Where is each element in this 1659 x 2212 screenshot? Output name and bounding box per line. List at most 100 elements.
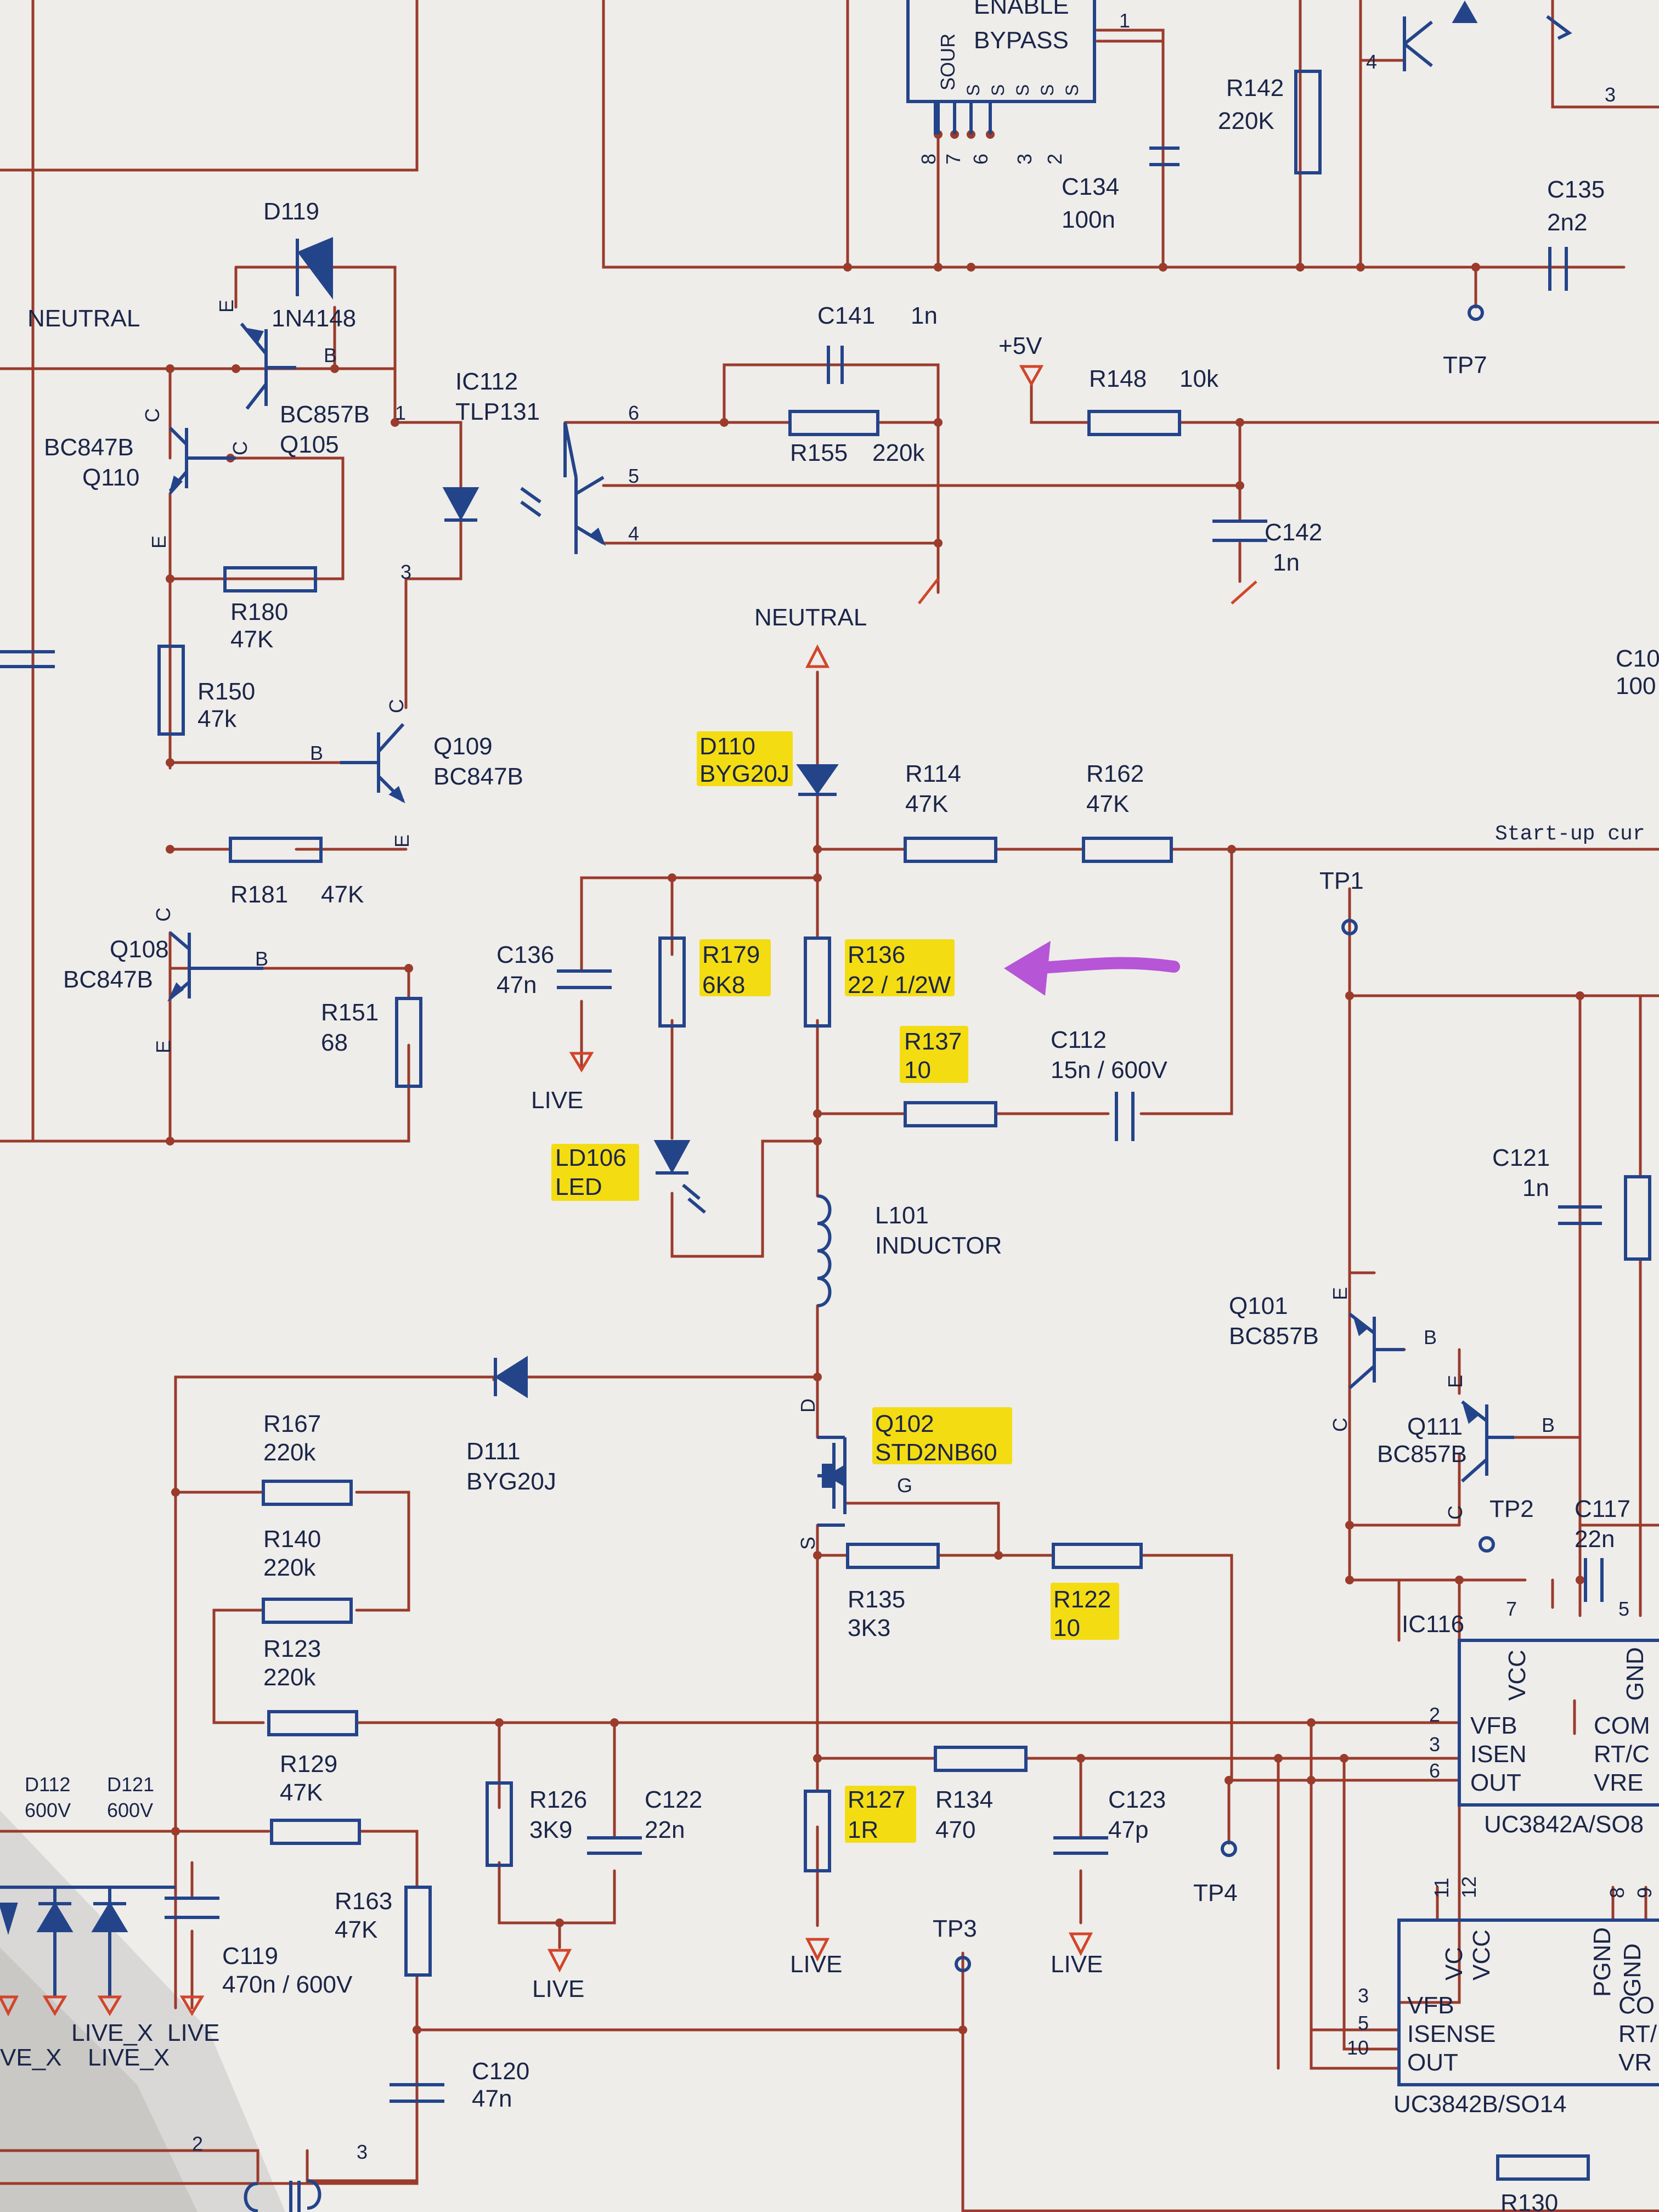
label-ic116-gnd: GND: [1622, 1647, 1649, 1701]
label-q102-d: D: [797, 1398, 819, 1413]
label-neutral-center: NEUTRAL: [754, 604, 867, 631]
transformer-coil: [244, 2179, 321, 2212]
label-r150v: 47k: [198, 706, 237, 732]
label-c142: C142: [1265, 519, 1322, 546]
label-ic112-pin1: 1: [395, 402, 406, 424]
label-r126v: 3K9: [529, 1816, 572, 1843]
c117-symbol: [1584, 1558, 1604, 1602]
d110-symbol: [796, 764, 839, 796]
label-c136: C136: [496, 941, 554, 968]
label-ic2-pin10: 10: [1347, 2036, 1369, 2059]
label-q109: Q109: [433, 733, 493, 760]
label-opto-pin5: 5: [628, 465, 639, 487]
label-tp7: TP7: [1443, 352, 1487, 379]
label-top-pin3: 3: [1605, 83, 1616, 106]
label-r151: R151: [321, 999, 379, 1026]
label-d119v: 1N4148: [272, 305, 356, 332]
label-ic112v: TLP131: [455, 398, 540, 425]
label-r167v: 220k: [263, 1439, 316, 1466]
label-q110-b: C: [229, 441, 251, 455]
label-r122v: 10: [1053, 1615, 1080, 1641]
label-p6: 6: [969, 154, 992, 165]
label-tp2: TP2: [1489, 1496, 1534, 1522]
label-ic-pin11: 11: [1430, 1878, 1453, 1898]
label-s2: S: [988, 84, 1008, 96]
c120-symbol: [390, 2083, 444, 2103]
c121-symbol: [1558, 1205, 1602, 1225]
plus5v-arrow: [1019, 365, 1044, 387]
label-live-c136: LIVE: [531, 1087, 583, 1114]
label-q108-e: E: [152, 1040, 174, 1053]
label-uc3842b: UC3842B/SO14: [1393, 2091, 1567, 2118]
label-r181v: 47K: [321, 881, 364, 908]
label-ic2-vr: VR: [1618, 2049, 1652, 2076]
label-l101v: INDUCTOR: [875, 1232, 1002, 1259]
label-r163: R163: [335, 1888, 392, 1915]
label-c141v: 1n: [911, 302, 938, 329]
label-tp3: TP3: [933, 1915, 977, 1942]
label-p3: 3: [1013, 154, 1036, 165]
label-c141: C141: [817, 302, 875, 329]
label-r127v: 1R: [848, 1816, 878, 1843]
label-ic-pin8: 8: [1606, 1887, 1628, 1898]
label-c123v: 47p: [1108, 1816, 1148, 1843]
c135-symbol: [1548, 247, 1568, 291]
label-r135: R135: [848, 1586, 905, 1613]
ground-2: [1231, 580, 1257, 605]
label-c112v: 15n / 600V: [1051, 1057, 1167, 1084]
label-r179: R179: [702, 941, 760, 968]
label-q105-e: E: [215, 300, 238, 313]
ic112-led: [442, 487, 541, 522]
label-q101v: BC857B: [1229, 1323, 1319, 1350]
label-c117v: 22n: [1575, 1526, 1615, 1553]
tp7-marker: [1468, 304, 1484, 321]
q108-transistor: [167, 931, 263, 1002]
label-ic2-vc: VC: [1441, 1947, 1468, 1980]
r126-body: [486, 1781, 513, 1867]
label-c142v: 1n: [1273, 549, 1300, 576]
label-ic116: IC116: [1402, 1611, 1464, 1638]
r163-body: [404, 1886, 432, 1977]
label-r134v: 470: [935, 1816, 975, 1843]
label-ic116-vre: VRE: [1594, 1769, 1643, 1796]
label-ic116-pin6: 6: [1429, 1759, 1440, 1782]
q102-mosfet: [817, 1436, 847, 1527]
c136-symbol: [557, 969, 612, 989]
label-enable: ENABLE: [974, 0, 1069, 19]
tp4-marker: [1221, 1841, 1237, 1857]
bottom-diodes: [0, 1886, 205, 2017]
label-opto-pin4: 4: [628, 522, 639, 545]
right-resistor-body: [1624, 1175, 1651, 1261]
label-ic116-isen: ISEN: [1470, 1741, 1527, 1768]
label-r167: R167: [263, 1410, 321, 1437]
d119-symbol: [296, 237, 333, 300]
d111-symbol: [494, 1356, 528, 1398]
c142-symbol: [1212, 520, 1267, 542]
r150-body: [157, 645, 185, 736]
label-c123: C123: [1108, 1786, 1166, 1813]
label-r130: R130: [1500, 2190, 1558, 2212]
r135-body: [846, 1543, 940, 1569]
label-ic2-out: OUT: [1407, 2049, 1458, 2076]
label-c134: C134: [1062, 173, 1119, 200]
label-ic112: IC112: [455, 368, 518, 395]
label-c119: C119: [222, 1943, 278, 1970]
label-q111-e: E: [1444, 1375, 1466, 1388]
label-uc3842a: UC3842A/SO8: [1484, 1811, 1644, 1838]
r142-body: [1294, 70, 1322, 174]
label-live-r127: LIVE: [790, 1951, 842, 1978]
label-top-pin4: 4: [1366, 50, 1377, 73]
label-opto-pin6: 6: [628, 402, 639, 424]
label-ld106: LD106: [555, 1144, 627, 1171]
l101-inductor: [817, 1194, 832, 1307]
label-c120v: 47n: [472, 2085, 512, 2112]
label-ic116-vfb: VFB: [1470, 1712, 1517, 1739]
label-ld106v: LED: [555, 1173, 602, 1200]
label-live-x-1: LIVE_X: [71, 2019, 153, 2046]
label-q101: Q101: [1229, 1293, 1288, 1319]
r123-body: [267, 1710, 358, 1736]
label-q111-b: B: [1542, 1414, 1555, 1436]
